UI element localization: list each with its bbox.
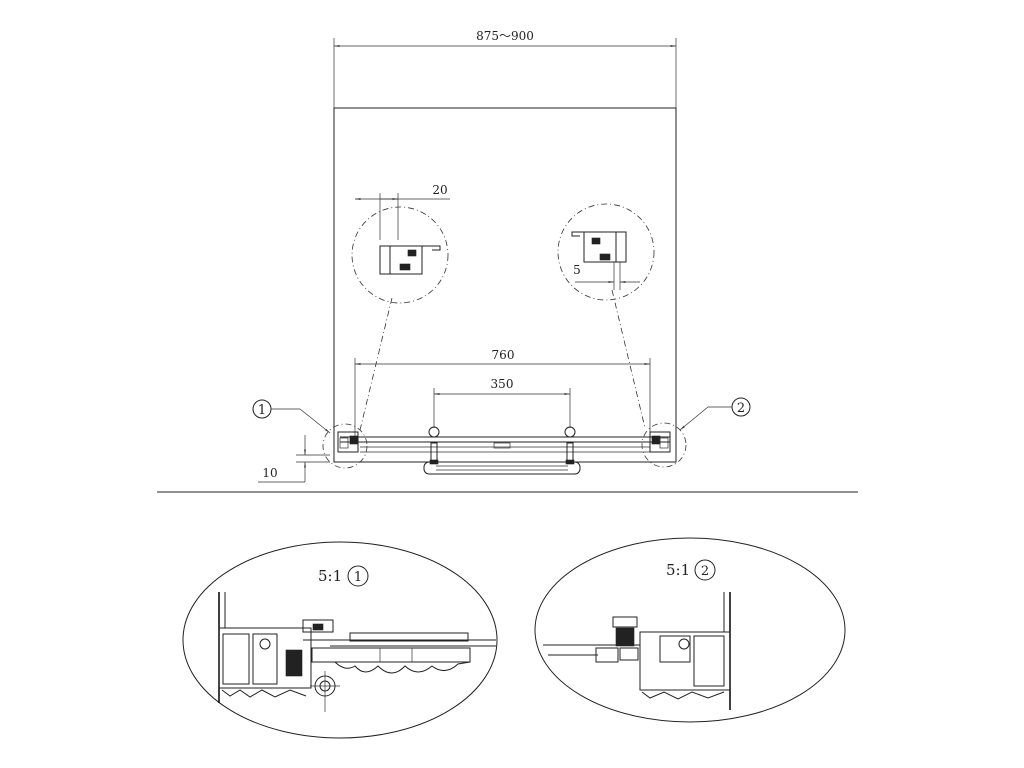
door-width-dimension: 760	[354, 348, 651, 440]
door-track	[340, 436, 670, 453]
overall-width-label: 875～900	[476, 29, 534, 43]
detail-1: 5:1 1	[182, 541, 498, 739]
plan-view: 875～900 760 350	[252, 29, 751, 483]
enclosure-outline	[333, 107, 677, 463]
offset-right-label: 5	[573, 263, 581, 277]
detail-2-scale: 5:1	[666, 561, 690, 579]
bottom-clearance-label: 10	[262, 466, 277, 480]
offset-left-label: 20	[432, 183, 447, 197]
marker-2-label: 2	[737, 401, 745, 416]
right-corner-profile	[641, 422, 687, 468]
marker-1-label: 1	[258, 403, 266, 418]
left-magnified-detail: 20	[351, 183, 450, 304]
right-magnified-detail: 5	[557, 203, 655, 301]
detail-2: 5:1 2	[534, 537, 846, 723]
detail-2-marker: 2	[701, 564, 709, 579]
detail-marker-2: 2	[679, 397, 751, 431]
bottom-clearance-dimension: 10	[258, 435, 330, 483]
detail-1-scale: 5:1	[318, 567, 342, 585]
detail-1-marker: 1	[354, 570, 362, 585]
detail-marker-1: 1	[252, 399, 331, 434]
handle-spacing-label: 350	[491, 377, 514, 391]
handle-spacing-dimension: 350	[433, 377, 571, 428]
left-corner-profile	[322, 423, 368, 469]
door-handle	[423, 426, 581, 475]
door-width-label: 760	[492, 348, 515, 362]
overall-width-dimension: 875～900	[333, 29, 677, 108]
